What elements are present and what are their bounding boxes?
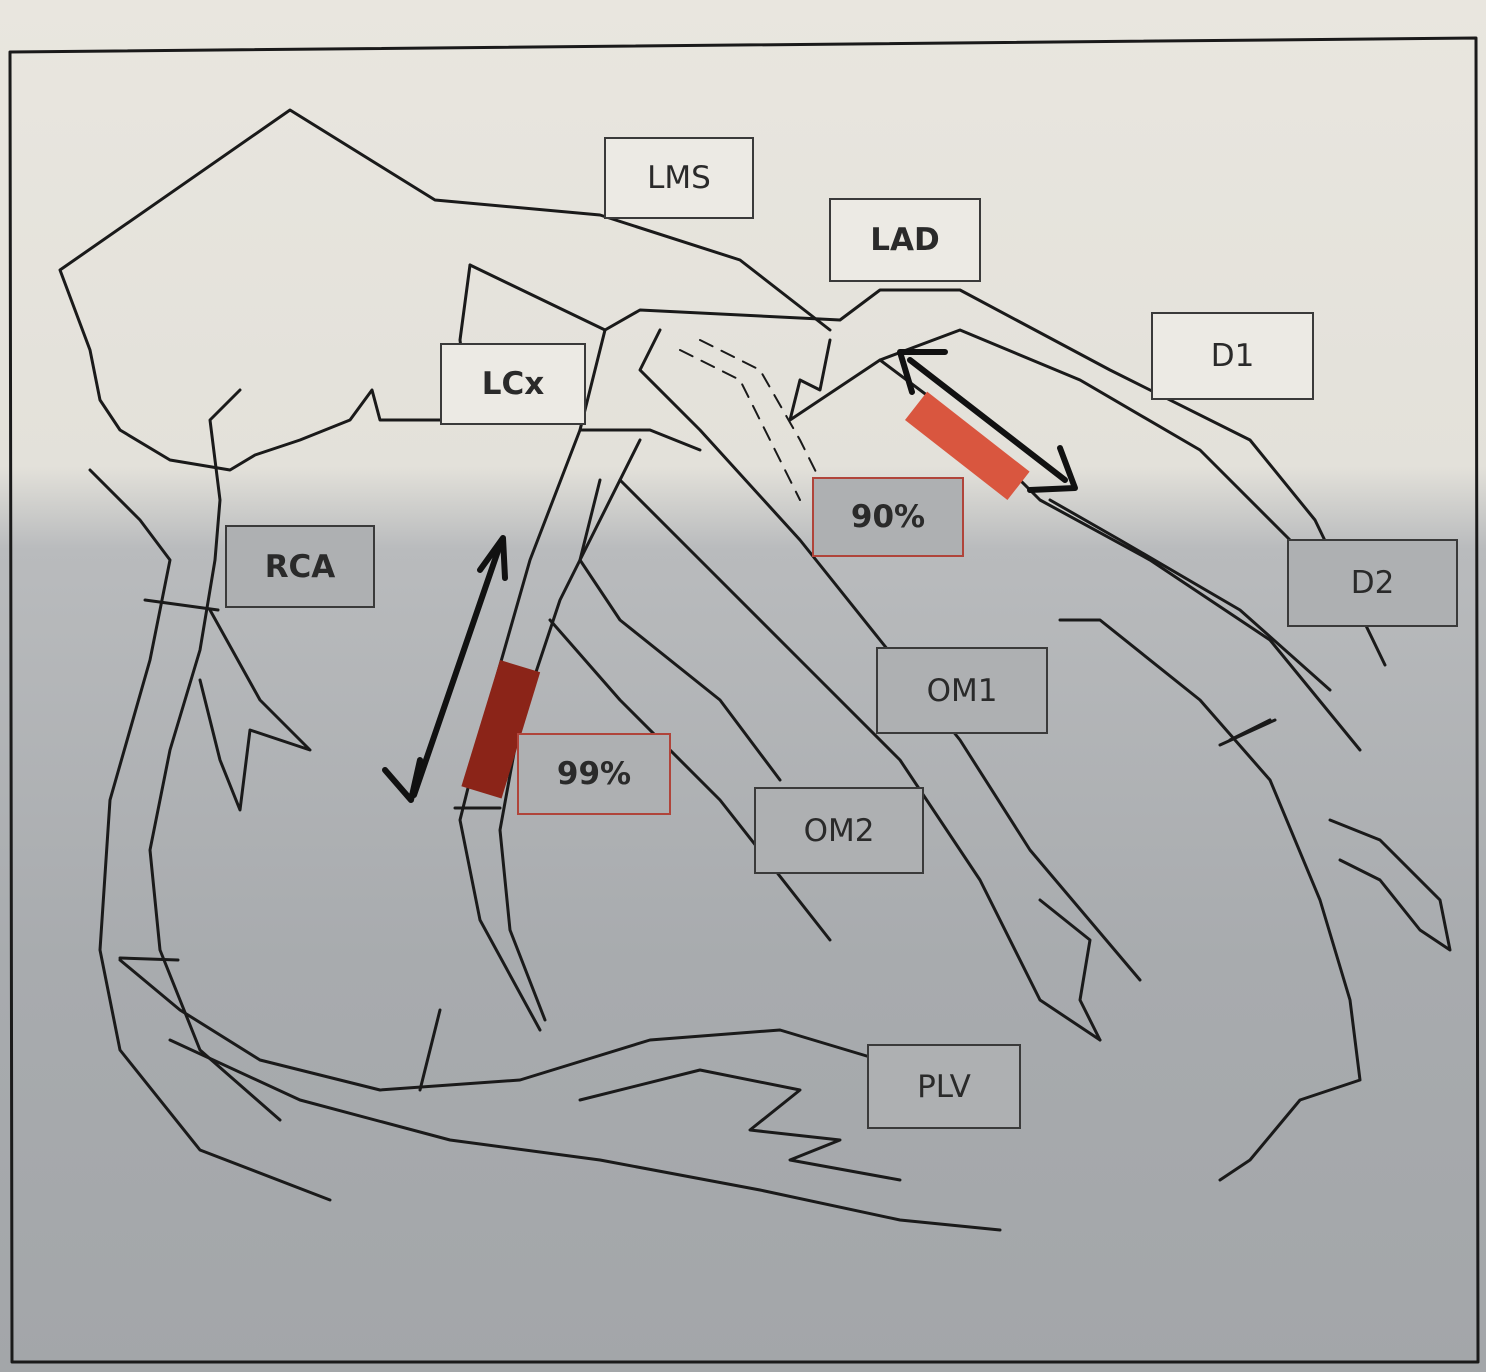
- label-om2: OM2: [754, 787, 924, 874]
- rca-branch: [200, 610, 310, 810]
- rca-vessel-inner: [150, 390, 280, 1120]
- label-lad: LAD: [829, 198, 981, 282]
- lesion-lcx-label: 99%: [517, 733, 671, 815]
- label-lcx: LCx: [440, 343, 586, 425]
- lad-dashed: [680, 340, 830, 500]
- label-rca: RCA: [225, 525, 375, 608]
- label-lms: LMS: [604, 137, 754, 219]
- lesion-lad-label: 90%: [812, 477, 964, 557]
- om1-vessel-inner: [620, 480, 1100, 1040]
- plv-branches: [420, 1010, 900, 1180]
- lcx-vessel-inner: [500, 430, 700, 1020]
- lad-distal: [1060, 620, 1450, 1180]
- label-om1: OM1: [876, 647, 1048, 734]
- page-frame: [10, 38, 1478, 1362]
- label-plv: PLV: [867, 1044, 1021, 1129]
- label-d1: D1: [1151, 312, 1314, 400]
- segment-mark-rca-lower: [120, 958, 178, 960]
- label-d2: D2: [1287, 539, 1458, 627]
